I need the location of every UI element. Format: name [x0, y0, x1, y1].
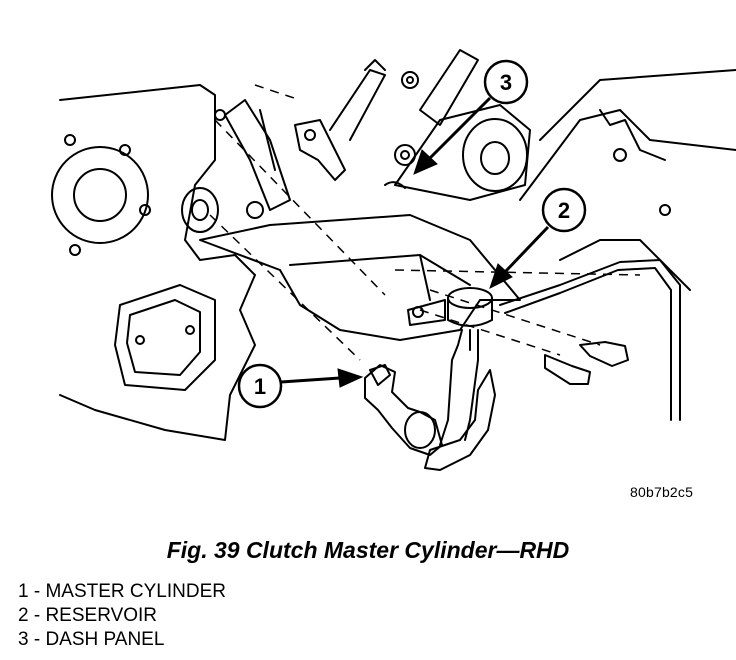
callout-circle-2 — [541, 187, 587, 233]
figure-image-code: 80b7b2c5 — [630, 484, 694, 500]
technical-illustration: 1 2 3 — [51, 49, 736, 471]
legend-item-dash-panel: 3 - DASH PANEL — [18, 629, 165, 650]
callout-arrow-3 — [428, 96, 492, 160]
legend-item-master-cylinder: 1 - MASTER CYLINDER — [18, 581, 226, 602]
callout-number-1: 1 — [254, 374, 266, 399]
callout-arrow-2 — [503, 225, 550, 274]
callout-number-3: 3 — [500, 70, 512, 95]
callout-circle-3 — [483, 59, 529, 105]
figure-caption: Fig. 39 Clutch Master Cylinder—RHD — [166, 537, 570, 563]
callout-number-2: 2 — [558, 198, 570, 223]
callout-arrow-1 — [280, 376, 341, 384]
legend-item-reservoir: 2 - RESERVOIR — [18, 605, 158, 626]
callout-circle-1 — [237, 363, 283, 409]
figure-legend: 1 - MASTER CYLINDER 2 - RESERVOIR 3 - DA… — [18, 580, 226, 652]
